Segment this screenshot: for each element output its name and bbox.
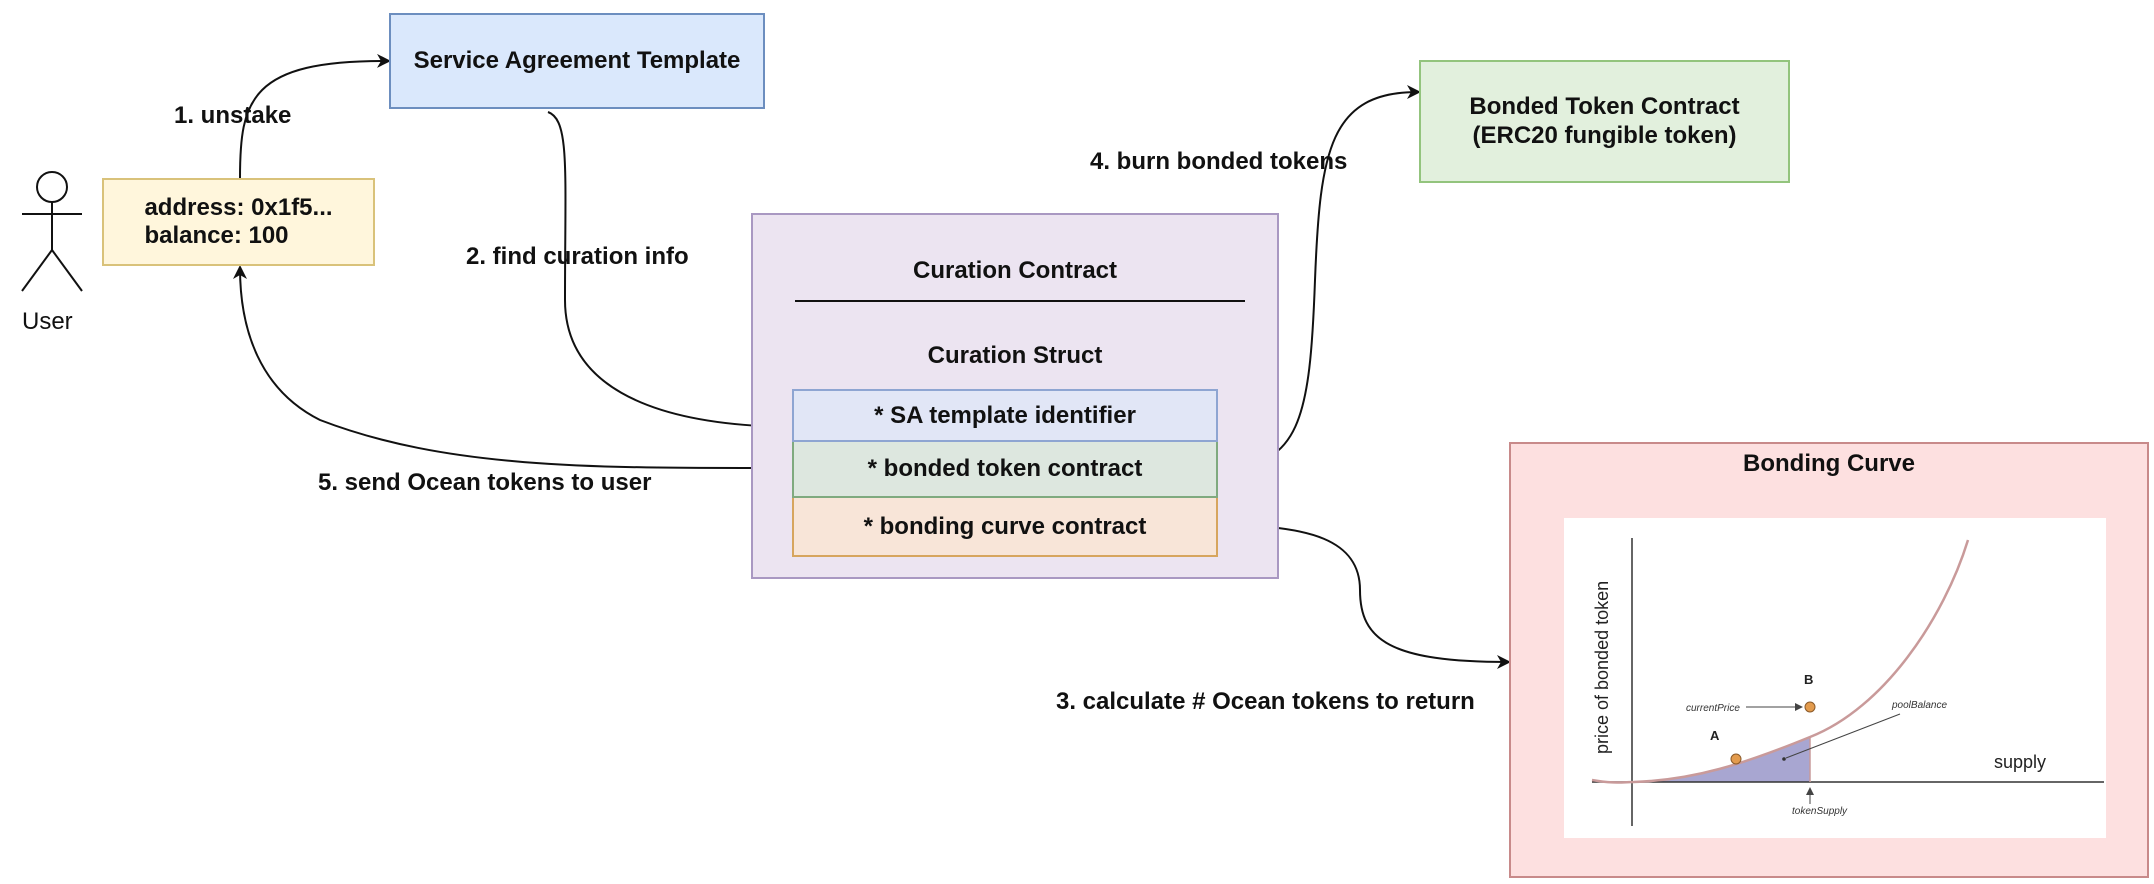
- wallet-balance: balance: 100: [144, 222, 289, 249]
- point-a-label: A: [1710, 728, 1720, 743]
- step-5-label: 5. send Ocean tokens to user: [318, 469, 652, 496]
- bonded-token-contract-label: Bonded Token Contract: [1469, 92, 1740, 120]
- pool-balance-pointer: [1785, 713, 1901, 759]
- user-actor-icon: [21, 171, 83, 292]
- point-b-marker: [1804, 701, 1816, 713]
- bonding-curve-chart: A B currentPrice poolBalance tokenSupply…: [1564, 518, 2106, 838]
- service-agreement-template-label: Service Agreement Template: [413, 46, 741, 74]
- curation-divider: [795, 300, 1245, 302]
- bonded-token-contract-subtitle: (ERC20 fungible token): [1472, 121, 1737, 149]
- pool-balance-label: poolBalance: [1891, 700, 1947, 711]
- field-bonding-curve-contract: * bonding curve contract: [792, 498, 1218, 557]
- arrow-unstake: [239, 53, 391, 179]
- bonding-curve-svg: A B currentPrice poolBalance tokenSupply…: [1591, 538, 2104, 826]
- step-1-label: 1. unstake: [174, 102, 292, 129]
- pool-balance-dot: [1782, 757, 1786, 761]
- user-label: User: [22, 308, 73, 335]
- field-sa-template-identifier: * SA template identifier: [792, 389, 1218, 442]
- field-bonding-curve-contract-label: * bonding curve contract: [863, 512, 1147, 540]
- pool-balance-area: [1634, 737, 1810, 782]
- arrow-find-curation-info: [547, 111, 793, 434]
- y-axis-label: price of bonded token: [1592, 581, 1612, 754]
- service-agreement-template-box: Service Agreement Template: [389, 13, 765, 109]
- wallet-address: address: 0x1f5...: [144, 193, 333, 221]
- token-supply-label: tokenSupply: [1792, 806, 1848, 817]
- arrow-calculate-ocean-tokens: [1219, 524, 1511, 669]
- field-sa-template-identifier-label: * SA template identifier: [874, 401, 1136, 429]
- point-a-marker: [1730, 753, 1742, 765]
- curation-struct-title: Curation Struct: [927, 342, 1103, 369]
- curation-contract-title: Curation Contract: [913, 257, 1117, 284]
- bonded-token-contract-box: Bonded Token Contract (ERC20 fungible to…: [1419, 60, 1790, 183]
- bonding-curve-title: Bonding Curve: [1743, 450, 1915, 477]
- arrow-send-ocean-tokens: [233, 265, 793, 470]
- user-wallet-box: address: 0x1f5... balance: 100: [102, 178, 375, 266]
- x-axis-label: supply: [1994, 752, 2046, 772]
- step-4-label: 4. burn bonded tokens: [1090, 148, 1348, 175]
- step-3-label: 3. calculate # Ocean tokens to return: [1056, 688, 1475, 715]
- point-b-label: B: [1804, 672, 1813, 687]
- current-price-label: currentPrice: [1686, 703, 1740, 714]
- step-2-label: 2. find curation info: [466, 243, 689, 270]
- bonding-curve-line: [1591, 539, 1970, 784]
- field-bonded-token-contract-label: * bonded token contract: [867, 455, 1143, 482]
- field-bonded-token-contract: * bonded token contract: [792, 442, 1218, 498]
